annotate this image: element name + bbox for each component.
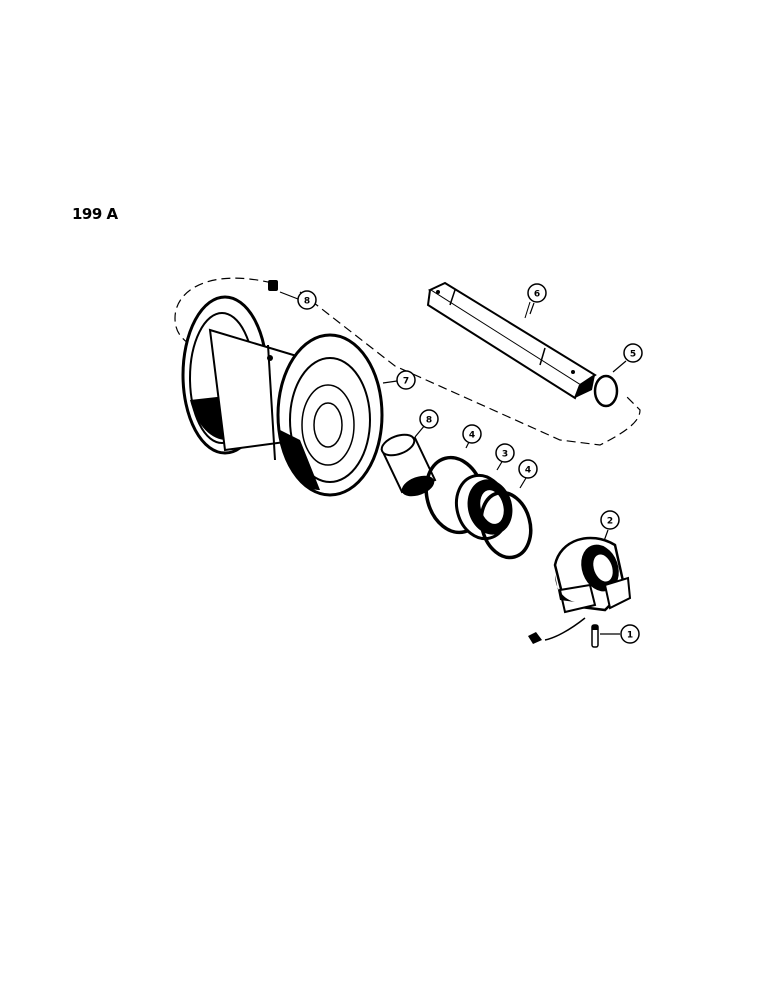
callout-5: 5 <box>623 343 643 363</box>
o-ring-right <box>479 477 533 560</box>
callout-4-right: 4 <box>518 459 538 479</box>
o-ring-shaft <box>593 360 627 408</box>
callout-8b-label: 8 <box>304 297 310 307</box>
callout-8-bushing: 8 <box>419 409 439 429</box>
callout-5-label: 5 <box>630 350 636 360</box>
callout-1-label: 1 <box>627 631 633 641</box>
callout-8-plug: 8 <box>297 290 317 310</box>
fastener-arrow <box>528 632 542 644</box>
page-title: 199 A <box>72 205 118 223</box>
pin <box>591 624 620 648</box>
plug <box>268 280 299 300</box>
fastener-leader <box>544 617 586 641</box>
callout-4b-label: 4 <box>525 466 531 476</box>
callout-7-label: 7 <box>403 377 409 387</box>
callout-3: 3 <box>495 443 515 463</box>
track-roller <box>181 295 384 497</box>
bushing <box>380 424 437 497</box>
callout-6: 6 <box>527 283 547 315</box>
callout-6-label: 6 <box>534 290 540 300</box>
callout-1: 1 <box>620 624 640 644</box>
callout-7: 7 <box>382 370 416 390</box>
callout-8a-label: 8 <box>426 416 432 426</box>
callout-2: 2 <box>600 510 620 530</box>
assembly-line <box>174 277 641 446</box>
callout-4a-label: 4 <box>469 431 475 441</box>
callout-2-label: 2 <box>607 517 613 527</box>
shaft <box>426 281 597 400</box>
callout-3-label: 3 <box>502 450 508 460</box>
end-collar <box>553 529 632 614</box>
callout-4-left: 4 <box>462 424 482 444</box>
